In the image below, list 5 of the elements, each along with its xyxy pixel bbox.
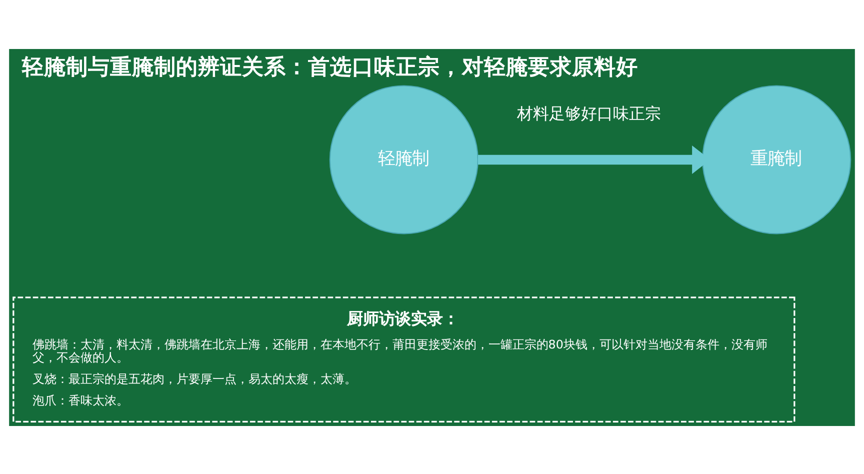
diagram-title: 轻腌制与重腌制的辨证关系：首选口味正宗，对轻腌要求原料好 [22, 54, 638, 80]
node-box: 厨师访谈实录： 佛跳墙：太清，料太清，佛跳墙在北京上海，还能用，在本地不行，莆田更接受浓的，一罐正宗的80块钱，可以针对当地没有条件，没有师父，不会做的人。 叉烧：最正宗的是五花肉，片要厚一点，易太的太瘦，太薄。 泡爪：香味太浓。 [12, 296, 796, 422]
node-circle: 重腌制 [702, 84, 852, 234]
edge-label: 材料足够好口味正宗 [516, 104, 661, 123]
node-circle: 轻腌制 [329, 84, 478, 234]
